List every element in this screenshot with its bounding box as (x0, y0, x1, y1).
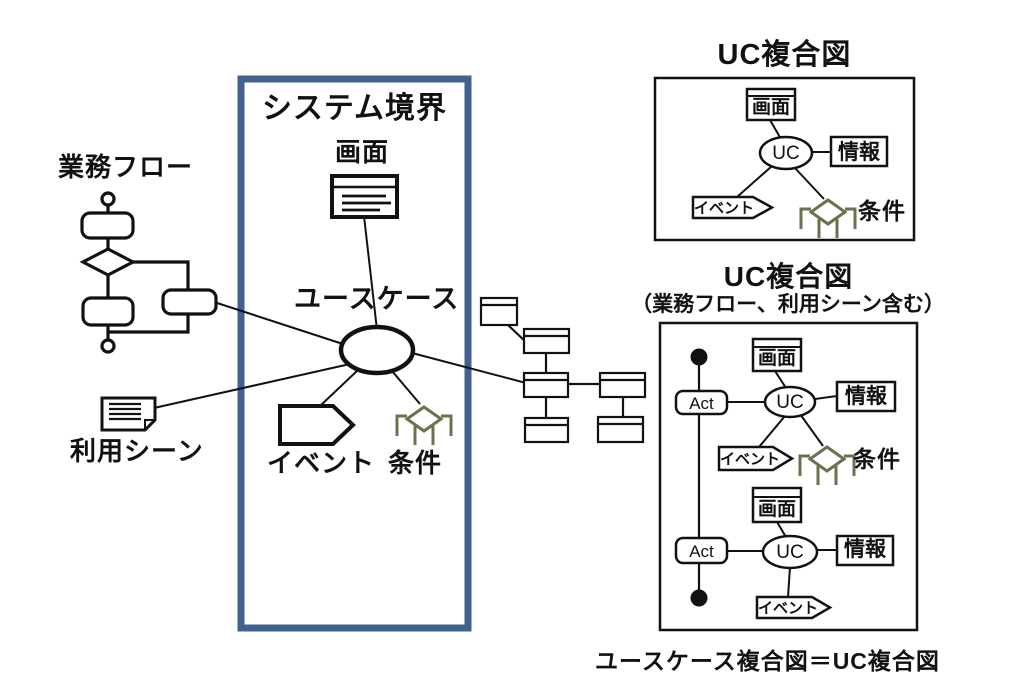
info-box (835, 534, 895, 567)
condition-label: 条件 (388, 448, 443, 478)
event-pentagon-icon (691, 195, 775, 220)
class-box (522, 371, 570, 399)
screen-box-label: 画面 (757, 499, 796, 520)
class-box (596, 415, 645, 444)
equivalence-caption: ユースケース複合図＝UC複合図 (595, 648, 940, 674)
info-box-label: 情報 (844, 538, 886, 561)
system-boundary-box (237, 75, 472, 632)
flow-decision-diamond (79, 247, 137, 277)
info-box (829, 135, 889, 168)
screen-label: 画面 (334, 137, 389, 167)
screen-box (745, 87, 797, 122)
start-node (690, 348, 708, 366)
act-box (674, 389, 729, 416)
flow-step-3 (161, 288, 218, 316)
condition-icon (799, 198, 857, 240)
flow-step-1 (80, 211, 135, 240)
event-pentagon-icon (278, 404, 356, 446)
act-box-label: Act (689, 394, 714, 413)
condition-label: 条件 (858, 198, 906, 224)
class-box (522, 327, 571, 355)
class-box (479, 296, 519, 327)
system-boundary-title: システム境界 (261, 92, 448, 125)
uc-ellipse-label: UC (772, 143, 800, 164)
uc-ellipse-label: UC (776, 542, 804, 563)
business-flow-label: 業務フロー (58, 152, 194, 182)
condition-label: 条件 (853, 446, 901, 472)
event-pentagon-label: イベント (694, 200, 755, 217)
event-pentagon-icon (755, 595, 833, 620)
act-box-label: Act (689, 542, 714, 561)
uc-ellipse-label: UC (776, 392, 804, 413)
usage-scene-note-icon (100, 396, 157, 432)
business-flow-chart (79, 191, 218, 354)
flow-end-node (100, 338, 116, 354)
screen-box-label: 画面 (757, 348, 796, 369)
usecase-ellipse (338, 324, 416, 376)
event-pentagon-label: イベント (720, 451, 781, 468)
screen-icon (330, 174, 399, 219)
class-box (523, 416, 570, 444)
uc-composite-title-bottom: UC複合図 (723, 261, 854, 292)
info-box-label: 情報 (845, 385, 887, 408)
end-node (690, 589, 708, 607)
uc-ellipse (758, 135, 814, 171)
uc-composite-panel-bottom (658, 321, 919, 632)
usecase-label: ユースケース (294, 284, 460, 314)
uc-composite-subtitle: （業務フロー、利用シーン含む） (631, 293, 945, 316)
uc-composite-title-top: UC複合図 (717, 39, 852, 71)
uc-composite-panel-top (653, 76, 916, 242)
screen-box (751, 337, 803, 373)
screen-box (751, 486, 803, 524)
uc-ellipse (763, 385, 817, 419)
class-box (598, 371, 647, 399)
flow-start-node (100, 191, 116, 207)
usecase-connectors (153, 215, 527, 409)
event-pentagon-icon (717, 445, 795, 472)
screen-box-label: 画面 (751, 97, 790, 118)
info-box-label: 情報 (838, 141, 880, 164)
uc-ellipse (761, 534, 819, 570)
flow-step-2 (81, 296, 135, 327)
info-box (835, 380, 897, 413)
act-box (674, 536, 729, 565)
event-pentagon-label: イベント (758, 600, 819, 617)
usage-scene-label: 利用シーン (70, 436, 204, 466)
class-box-tree (479, 296, 647, 444)
condition-icon (395, 405, 453, 447)
condition-icon (798, 445, 856, 487)
event-label: イベント (267, 448, 376, 478)
